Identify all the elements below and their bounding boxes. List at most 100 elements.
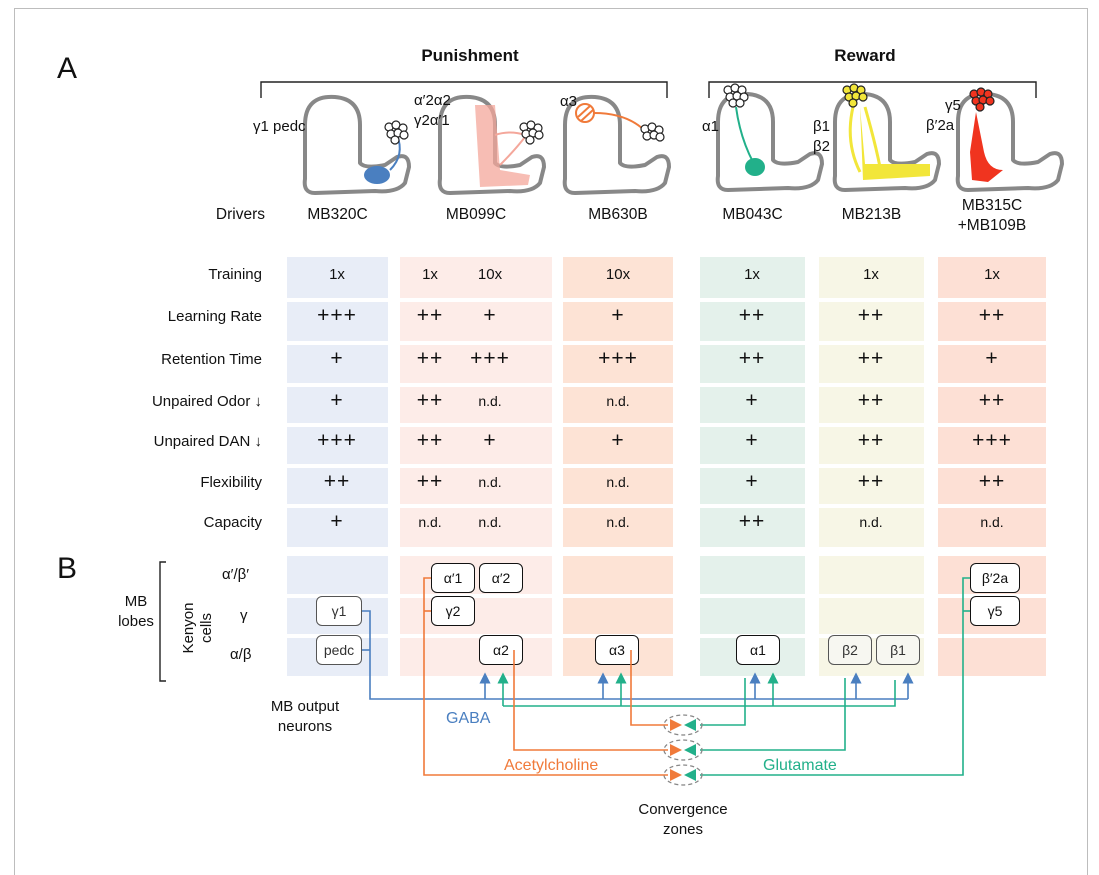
glutamate-label: Glutamate bbox=[763, 757, 837, 774]
row-label: Learning Rate bbox=[167, 308, 262, 325]
label-gamma1-pedc: γ1 pedc bbox=[253, 118, 306, 135]
table-cell: 1x bbox=[744, 266, 760, 283]
drivers-label: Drivers bbox=[215, 206, 265, 223]
table-cell: n.d. bbox=[859, 514, 883, 530]
driver-mb630b: MB630B bbox=[588, 206, 648, 223]
label-b1: β1 bbox=[813, 118, 830, 135]
table-cell: ++ bbox=[857, 304, 885, 327]
row-label: Retention Time bbox=[161, 351, 262, 368]
glutamate-lines bbox=[497, 577, 970, 776]
driver-mb109b: +MB109B bbox=[957, 217, 1027, 234]
compartment-g2: γ2 bbox=[431, 596, 475, 626]
table-cell: ++ bbox=[857, 429, 885, 452]
brain-b1b2 bbox=[832, 83, 941, 192]
driver-mb043c: MB043C bbox=[722, 206, 783, 223]
acetylcholine-label: Acetylcholine bbox=[504, 757, 599, 774]
brain-gamma1-pedc bbox=[302, 94, 411, 195]
table-cell: ++ bbox=[738, 347, 766, 370]
compartment-g1: γ1 bbox=[316, 596, 362, 626]
table-cell: n.d. bbox=[478, 474, 502, 490]
compartment-a2: α2 bbox=[479, 635, 523, 665]
reward-bracket bbox=[708, 81, 1037, 98]
table-cell: ++ bbox=[978, 304, 1006, 327]
brain-g5-bp2a bbox=[955, 87, 1064, 192]
row-label: Training bbox=[208, 266, 262, 283]
table-cell: ++ bbox=[323, 470, 351, 493]
output-line1: MB output bbox=[270, 698, 340, 715]
compartment-b1: β1 bbox=[876, 635, 920, 665]
table-cell: +++ bbox=[972, 429, 1012, 452]
table-cell: + bbox=[483, 304, 497, 327]
compartment-a1: α1 bbox=[736, 635, 780, 665]
table-cell: n.d. bbox=[418, 514, 442, 530]
table-cell: +++ bbox=[470, 347, 510, 370]
table-cell: + bbox=[611, 429, 625, 452]
table-cell: n.d. bbox=[980, 514, 1004, 530]
convergence-zones bbox=[663, 714, 703, 786]
table-cell: ++ bbox=[978, 389, 1006, 412]
mb-lobes-line1: MB bbox=[124, 593, 148, 610]
output-line2: neurons bbox=[277, 718, 333, 735]
table-cell: + bbox=[985, 347, 999, 370]
table-cell: + bbox=[483, 429, 497, 452]
acetylcholine-lines bbox=[423, 577, 668, 776]
gaba-label: GABA bbox=[446, 710, 491, 727]
table-cell: 1x bbox=[863, 266, 879, 283]
compartment-b2: β2 bbox=[828, 635, 872, 665]
compartment-g5: γ5 bbox=[970, 596, 1020, 626]
table-cell: +++ bbox=[317, 304, 357, 327]
row-label: Unpaired DAN ↓ bbox=[153, 433, 262, 450]
table-cell: ++ bbox=[978, 470, 1006, 493]
figure-frame bbox=[14, 8, 1088, 875]
mb-lobes-brace bbox=[159, 561, 166, 682]
table-cell: ++ bbox=[416, 470, 444, 493]
table-cell: ++ bbox=[416, 389, 444, 412]
label-a2a2-line2: γ2α′1 bbox=[414, 112, 450, 129]
table-cell: ++ bbox=[857, 470, 885, 493]
label-a2a2-line1: α′2α2 bbox=[414, 92, 451, 109]
table-cell: 10x bbox=[477, 266, 503, 283]
table-cell: +++ bbox=[598, 347, 638, 370]
table-cell: 10x bbox=[605, 266, 631, 283]
table-cell: n.d. bbox=[478, 393, 502, 409]
table-cell: ++ bbox=[416, 304, 444, 327]
group-brackets bbox=[260, 81, 1037, 98]
label-a3: α3 bbox=[560, 93, 578, 110]
driver-mb213b: MB213B bbox=[841, 206, 902, 223]
table-cell: ++ bbox=[857, 389, 885, 412]
table-cell: ++ bbox=[857, 347, 885, 370]
label-b2: β2 bbox=[813, 138, 830, 155]
brain-a3 bbox=[562, 94, 671, 195]
table-cell: + bbox=[745, 470, 759, 493]
output-neurons-label: MB output neurons bbox=[250, 697, 360, 737]
table-cell: n.d. bbox=[478, 514, 502, 530]
table-cell: +++ bbox=[317, 429, 357, 452]
convergence-label: Convergence zones bbox=[608, 800, 758, 840]
table-cell: ++ bbox=[738, 510, 766, 533]
driver-mb315c: MB315C bbox=[961, 197, 1023, 214]
table-cell: 1x bbox=[984, 266, 1000, 283]
compartment-ap2: α′2 bbox=[479, 563, 523, 593]
table-cell: ++ bbox=[738, 304, 766, 327]
row-label: Unpaired Odor ↓ bbox=[151, 393, 262, 410]
lobe-row-ab: α/β bbox=[230, 646, 252, 663]
label-g5: γ5 bbox=[945, 97, 961, 114]
lobe-row-ab-prime: α′/β′ bbox=[222, 566, 250, 583]
compartment-ap1: α′1 bbox=[431, 563, 475, 593]
table-cell: 1x bbox=[422, 266, 438, 283]
brain-a2a2 bbox=[437, 94, 546, 195]
table-cell: 1x bbox=[329, 266, 345, 283]
punishment-bracket bbox=[260, 81, 668, 98]
table-cell: + bbox=[745, 429, 759, 452]
brain-a1 bbox=[715, 83, 824, 192]
compartment-bp2a: β′2a bbox=[970, 563, 1020, 593]
table-cell: n.d. bbox=[606, 393, 630, 409]
lobe-row-gamma: γ bbox=[240, 607, 248, 624]
table-cell: + bbox=[330, 347, 344, 370]
label-bp2a: β′2a bbox=[926, 117, 955, 134]
row-label: Capacity bbox=[203, 514, 262, 531]
mb-lobes-line2: lobes bbox=[118, 613, 154, 630]
